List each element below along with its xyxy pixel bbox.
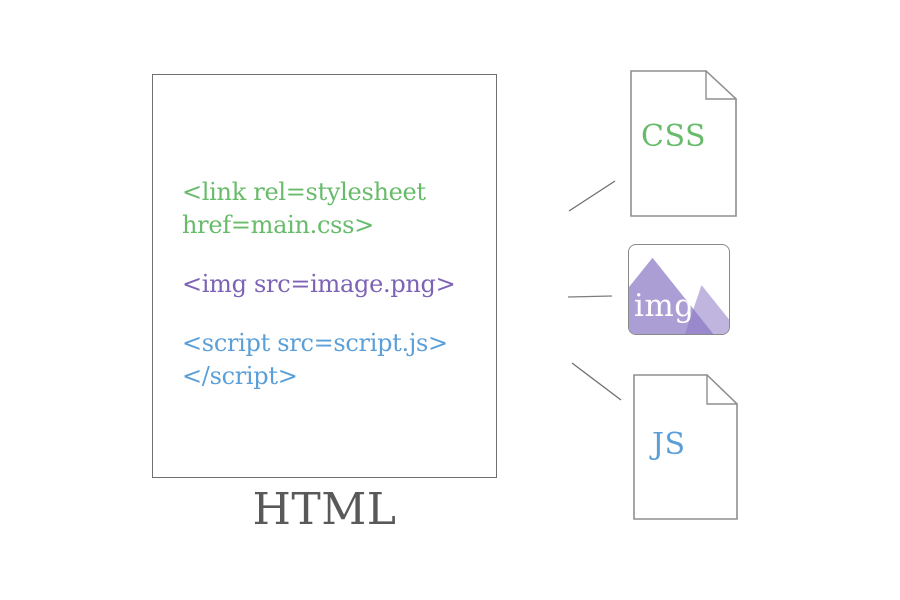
folded-corner-icon bbox=[706, 374, 738, 405]
folded-corner-icon bbox=[705, 70, 737, 100]
connector-line-img bbox=[567, 295, 613, 298]
document-page-icon bbox=[630, 70, 737, 217]
code-line: <script src=script.js> bbox=[182, 329, 448, 357]
code-block-link-tag: <link rel=stylesheet href=main.css> bbox=[182, 176, 484, 242]
js-file-icon: JS bbox=[633, 374, 738, 520]
mountains-icon bbox=[629, 257, 729, 334]
css-file-label: CSS bbox=[641, 119, 707, 154]
connector-line-css bbox=[568, 180, 616, 212]
image-file-label: img bbox=[634, 288, 695, 324]
document-page-icon bbox=[633, 374, 738, 520]
css-file-icon: CSS bbox=[630, 70, 737, 217]
code-block-img-tag: <img src=image.png> bbox=[182, 268, 484, 301]
connector-line-js bbox=[571, 362, 622, 401]
js-file-label: JS bbox=[652, 427, 686, 462]
code-line: href=main.css> bbox=[182, 211, 374, 239]
image-file-icon: img bbox=[628, 244, 730, 335]
html-document-box: <link rel=stylesheet href=main.css> <img… bbox=[152, 74, 497, 478]
code-block-script-tag: <script src=script.js> </script> bbox=[182, 327, 484, 393]
code-line: <img src=image.png> bbox=[182, 270, 456, 298]
html-box-label: HTML bbox=[252, 484, 397, 535]
code-line: </script> bbox=[182, 362, 298, 390]
code-line: <link rel=stylesheet bbox=[182, 178, 426, 206]
right-mountain-icon bbox=[684, 285, 729, 334]
